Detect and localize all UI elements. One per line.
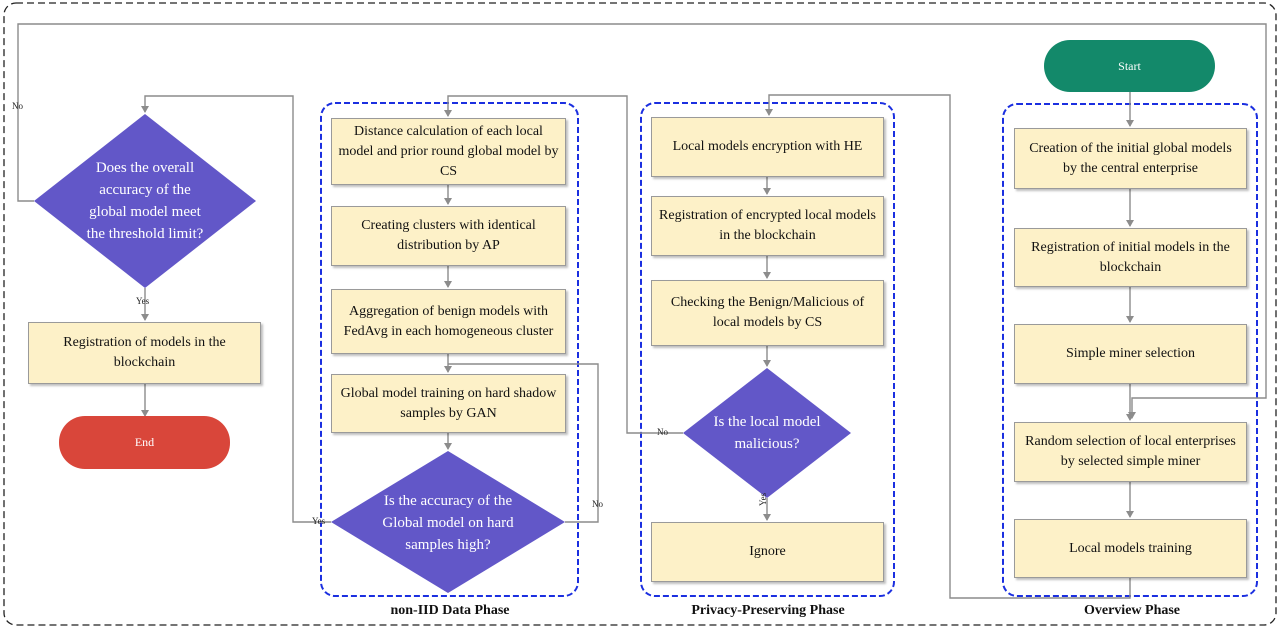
privacy-step-register-encrypted: Registration of encrypted local models i…: [651, 196, 884, 256]
final-decision-text: Does the overall accuracy of the global …: [86, 160, 204, 242]
phase-title-noniid: non-IID Data Phase: [390, 603, 510, 618]
final-step-register-models: Registration of models in the blockchain: [28, 322, 261, 384]
connectors: [17, 23, 1267, 599]
noniid-step-clusters: Creating clusters with identical distrib…: [331, 206, 566, 266]
privacy-step-encryption: Local models encryption with HE: [651, 117, 884, 177]
start-label: Start: [1118, 58, 1141, 73]
privacy-decision-text: Is the local model malicious?: [713, 414, 821, 452]
overview-step-random-selection: Random selection of local enterprises by…: [1014, 422, 1247, 482]
label-yes-noniid: Yes: [312, 516, 326, 526]
noniid-step-distance: Distance calculation of each local model…: [331, 118, 566, 185]
noniid-decision-diamond: [331, 451, 565, 593]
overview-step-miner-selection: Simple miner selection: [1014, 324, 1247, 384]
privacy-step-ignore: Ignore: [651, 522, 884, 582]
end-label: End: [134, 435, 155, 449]
outer-frame: [3, 2, 1277, 626]
privacy-step-check-benign: Checking the Benign/Malicious of local m…: [651, 280, 884, 346]
overview-step-create-initial-models: Creation of the initial global models by…: [1014, 128, 1247, 189]
end-terminal: End: [59, 416, 230, 469]
noniid-decision-text: Is the accuracy of the Global model on h…: [382, 493, 514, 553]
label-no-final: No: [12, 101, 23, 111]
noniid-step-gan-training: Global model training on hard shadow sam…: [331, 374, 566, 433]
phase-title-overview: Overview Phase: [1083, 603, 1181, 618]
privacy-decision-diamond: [683, 368, 851, 498]
overview-step-local-training: Local models training: [1014, 519, 1247, 578]
overview-step-register-initial-models: Registration of initial models in the bl…: [1014, 228, 1247, 287]
privacy-phase-border: [640, 102, 895, 597]
noniid-step-aggregation: Aggregation of benign models with FedAvg…: [331, 289, 566, 354]
label-no-noniid: No: [592, 499, 603, 509]
label-yes-final: Yes: [136, 296, 150, 306]
phase-title-privacy: Privacy-Preserving Phase: [691, 603, 845, 618]
label-no-privacy: No: [657, 427, 668, 437]
final-decision-diamond: [34, 114, 256, 288]
start-terminal: Start: [1044, 40, 1215, 92]
label-yes-privacy: Yes: [758, 492, 768, 506]
